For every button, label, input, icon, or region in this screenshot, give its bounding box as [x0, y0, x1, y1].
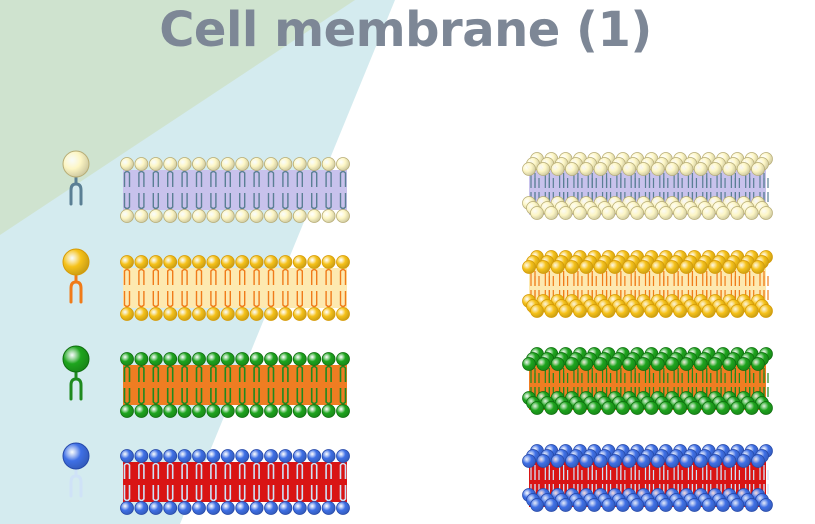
page-title: Cell membrane (1) — [159, 2, 652, 58]
bilayer-yellow — [120, 255, 350, 321]
bilayer-green — [120, 352, 350, 418]
bilayer-pale-yellow — [120, 157, 350, 223]
bilayer-cross-sections — [120, 157, 350, 515]
phospholipid-legend — [62, 150, 90, 498]
bilayer-sheet-yellow — [522, 250, 773, 318]
phospholipid-yellow — [62, 248, 90, 304]
phospholipid-pale-yellow — [62, 150, 90, 206]
bilayer-sheet-pale-yellow — [522, 152, 773, 220]
phospholipid-green — [62, 345, 90, 401]
phospholipid-blue — [62, 442, 90, 498]
bilayer-3d-sheets — [522, 152, 773, 512]
bilayer-sheet-green — [522, 347, 773, 415]
bilayer-sheet-blue — [522, 444, 773, 512]
bilayer-blue — [120, 449, 350, 515]
background-green-band — [0, 0, 355, 235]
